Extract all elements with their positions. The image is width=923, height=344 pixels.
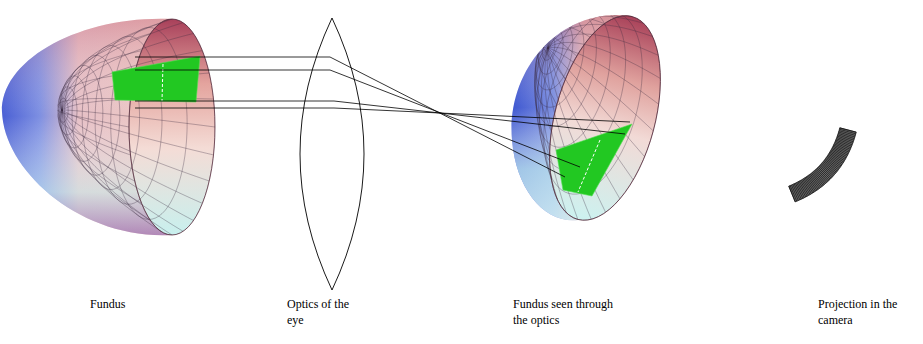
meridian-line (548, 11, 619, 48)
fundus-rim (129, 19, 215, 235)
meridian-line (62, 110, 172, 235)
image-bowl (512, 4, 681, 233)
image-label: Fundus seen through the optics (513, 296, 628, 328)
meridian-line (62, 110, 183, 231)
fundus-label: Fundus (90, 296, 170, 312)
fundus-grid (58, 19, 215, 235)
retina-patch (112, 56, 200, 102)
lens-outline (300, 18, 364, 290)
meridian-line (535, 48, 550, 158)
ray-line (135, 108, 630, 122)
camera-hatch (791, 185, 798, 201)
camera-hatch (801, 180, 810, 195)
latitude-line (535, 13, 597, 127)
camera-hatch (833, 146, 848, 154)
meridian-line (58, 110, 130, 155)
fundus-bowl (2, 19, 215, 236)
latitude-line (129, 19, 215, 235)
meridian-line (62, 110, 209, 181)
light-rays (135, 57, 630, 177)
image-patch (556, 124, 632, 196)
camera-hatch (837, 137, 853, 143)
ray-line (135, 70, 580, 167)
optics-label: Optics of the eye (287, 296, 367, 328)
ray-line (135, 57, 565, 177)
meridian-line (548, 42, 660, 78)
camera-hatch (800, 181, 808, 196)
meridian-line (62, 110, 214, 155)
meridian-line (58, 110, 129, 127)
camera-hatch (790, 186, 797, 202)
image-dashed-line (578, 140, 600, 192)
camera-projection (789, 128, 856, 202)
fundus-interior (129, 19, 215, 235)
latitude-line (95, 36, 162, 204)
meridian-line (61, 110, 151, 221)
latitude-line (536, 11, 610, 147)
camera-hatch (834, 145, 849, 152)
meridian-line (548, 24, 653, 48)
camera-hatch (789, 186, 795, 202)
meridian-line (548, 34, 658, 55)
meridian-line (62, 110, 202, 203)
meridian-line (62, 110, 215, 127)
ray-line (135, 101, 625, 134)
camera-strip (789, 128, 856, 202)
meridian-line (548, 47, 659, 104)
camera-label: Projection in the camera (818, 296, 916, 328)
camera-hatch (793, 184, 800, 199)
patch-dashed-line (162, 64, 163, 101)
meridian-line (538, 48, 557, 199)
meridian-line (538, 47, 557, 105)
